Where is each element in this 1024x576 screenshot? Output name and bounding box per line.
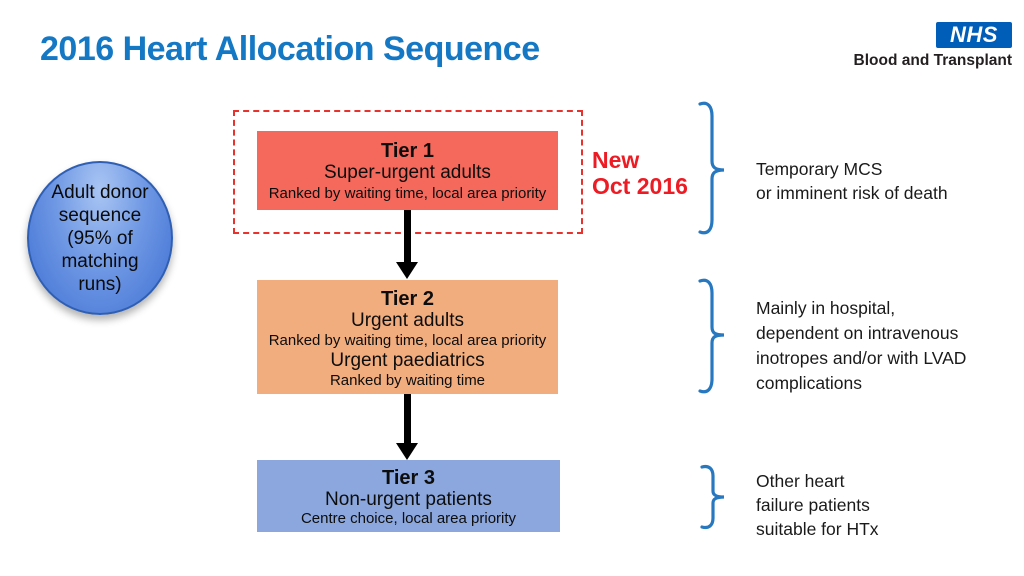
arrow-tier2-to-tier3-head	[396, 443, 418, 460]
page-title: 2016 Heart Allocation Sequence	[40, 30, 540, 68]
nhs-logo-subtitle: Blood and Transplant	[853, 52, 1012, 69]
annotation-tier2-line: dependent on intravenous	[756, 323, 959, 343]
nhs-logo-icon: NHS	[936, 22, 1012, 48]
tier1-box: Tier 1 Super-urgent adults Ranked by wai…	[257, 131, 558, 210]
annotation-tier3: Other heart failure patients suitable fo…	[756, 469, 879, 541]
tier1-title: Tier 1	[381, 140, 434, 162]
arrow-tier2-to-tier3-stem	[404, 394, 411, 444]
new-badge-line1: New	[592, 147, 640, 173]
donor-circle-line: sequence	[58, 204, 142, 226]
arrow-tier1-to-tier2-head	[396, 262, 418, 279]
tier3-title: Tier 3	[382, 467, 435, 489]
tier3-subtitle: Non-urgent patients	[325, 489, 492, 510]
donor-circle-line: runs)	[78, 273, 122, 295]
tier2-subtitle2: Urgent paediatrics	[330, 350, 485, 371]
tier2-title: Tier 2	[381, 288, 434, 310]
annotation-tier2-line: complications	[756, 373, 863, 393]
annotation-tier3-line: suitable for HTx	[756, 519, 879, 539]
brace-tier1-icon	[698, 100, 728, 236]
tier2-box: Tier 2 Urgent adults Ranked by waiting t…	[257, 280, 558, 394]
annotation-tier2-line: inotropes and/or with LVAD	[756, 348, 967, 368]
tier3-detail: Centre choice, local area priority	[300, 510, 517, 527]
nhs-logo: NHS Blood and Transplant	[854, 22, 1012, 70]
annotation-tier1: Temporary MCS or imminent risk of death	[756, 157, 948, 205]
tier2-detail2: Ranked by waiting time	[329, 372, 486, 389]
annotation-tier3-line: Other heart	[756, 471, 845, 491]
adult-donor-sequence-circle: Adult donor sequence (95% of matching ru…	[27, 161, 173, 315]
annotation-tier2-line: Mainly in hospital,	[756, 298, 896, 318]
annotation-tier1-line: Temporary MCS	[756, 159, 883, 179]
donor-circle-line: Adult donor	[51, 181, 149, 203]
brace-tier3-icon	[700, 464, 728, 530]
annotation-tier1-line: or imminent risk of death	[756, 183, 948, 203]
arrow-tier1-to-tier2-stem	[404, 210, 411, 263]
new-badge-line2: Oct 2016	[592, 173, 688, 199]
tier1-subtitle: Super-urgent adults	[324, 162, 491, 183]
tier2-detail: Ranked by waiting time, local area prior…	[268, 332, 547, 349]
tier3-box: Tier 3 Non-urgent patients Centre choice…	[257, 460, 560, 532]
new-oct-2016-label: New Oct 2016	[592, 147, 688, 199]
brace-tier2-icon	[698, 277, 728, 395]
donor-circle-line: (95% of	[67, 227, 133, 249]
tier1-detail: Ranked by waiting time, local area prior…	[268, 185, 547, 202]
donor-circle-line: matching	[61, 250, 139, 272]
annotation-tier3-line: failure patients	[756, 495, 870, 515]
annotation-tier2: Mainly in hospital, dependent on intrave…	[756, 296, 966, 396]
tier2-subtitle: Urgent adults	[350, 310, 464, 331]
